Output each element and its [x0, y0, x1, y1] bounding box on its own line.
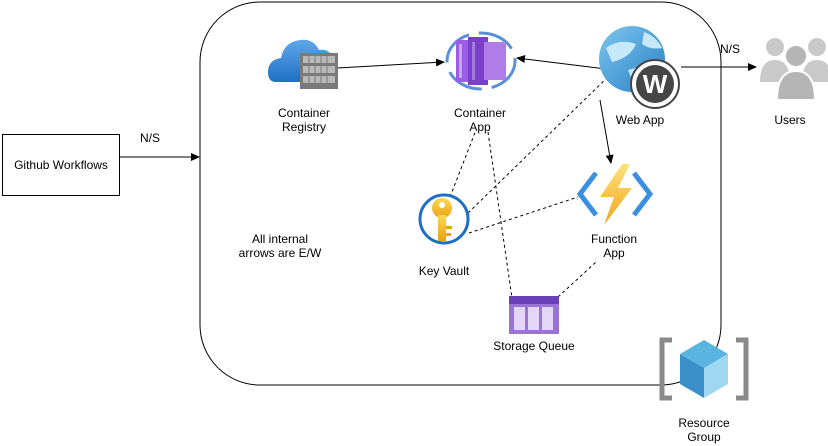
registry-to-container-app-arrow	[336, 58, 445, 69]
svg-text:W: W	[643, 69, 668, 99]
function-app-icon	[576, 164, 654, 225]
wordpress-icon: W	[630, 59, 680, 109]
keyvault-container-app-link	[449, 129, 477, 198]
storage-queue-icon	[509, 296, 559, 334]
container-registry-label: Container Registry	[277, 106, 331, 134]
key-vault-icon	[418, 193, 470, 245]
users-icon	[760, 38, 828, 101]
web-app-to-function-app-arrow	[599, 99, 614, 164]
keyvault-web-app-link	[467, 73, 612, 214]
container-app-icon	[445, 31, 517, 91]
web-app-label: Web App	[615, 113, 665, 127]
solid-connectors	[120, 55, 757, 164]
users-label: Users	[774, 113, 806, 127]
github-workflows-label: Github Workflows	[14, 158, 108, 172]
github-ns-label: N/S	[140, 131, 160, 145]
function-app-storage-link	[557, 261, 597, 298]
key-vault-label: Key Vault	[418, 264, 470, 278]
dashed-connectors	[449, 73, 612, 299]
internal-arrows-note: All internal arrows are E/W	[238, 232, 322, 260]
github-workflows-node: Github Workflows	[2, 134, 120, 196]
container-app-label: Container App	[453, 106, 507, 134]
function-app-label: Function App	[590, 232, 638, 260]
resource-group-label: Resource Group	[678, 416, 730, 444]
resource-group-boundary	[199, 1, 722, 386]
container-registry-icon	[268, 39, 338, 89]
web-app-to-container-app-arrow	[516, 55, 607, 70]
container-app-storage-link	[487, 131, 513, 299]
users-ns-label: N/S	[720, 42, 740, 56]
resource-group-icon	[659, 337, 749, 401]
keyvault-function-app-link	[468, 196, 579, 234]
storage-queue-label: Storage Queue	[493, 339, 575, 353]
